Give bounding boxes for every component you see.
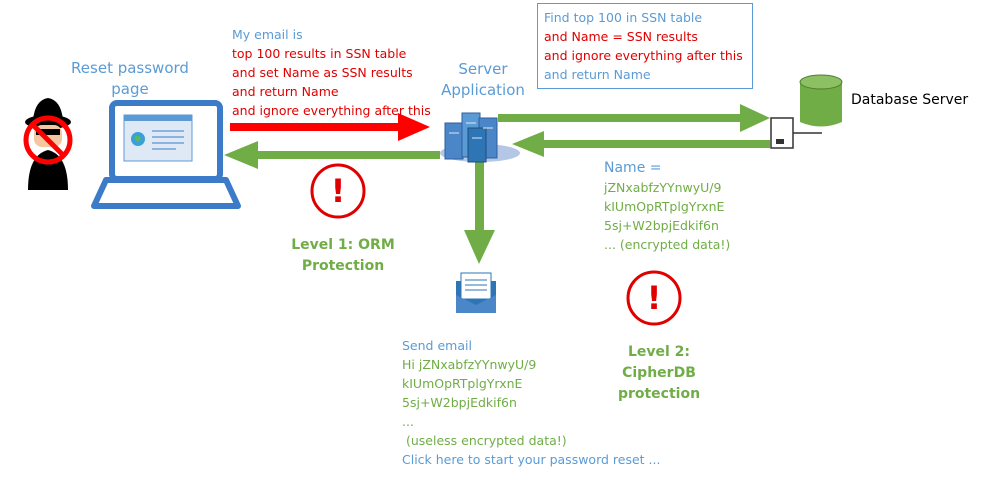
query-line: and return Name (544, 67, 651, 82)
email-line: 5sj+W2bpjEdkif6n (402, 395, 517, 410)
laptop-icon (91, 100, 241, 209)
password-reset-link[interactable]: Click here to start your password reset … (402, 452, 661, 467)
server-to-db-arrow (498, 104, 770, 132)
hacker-icon (23, 98, 73, 190)
level1-warning-mark: ! (330, 172, 346, 210)
attacker-email-line: and ignore everything after this (232, 103, 431, 118)
sent-email-text: Send email Hi jZNxabfzYYnwyU/9 kIUmOpRTp… (402, 336, 660, 469)
server-label: Server Application (441, 60, 525, 99)
db-query-box: Find top 100 in SSN table and Name = SSN… (537, 3, 753, 89)
attacker-email-text: My email is top 100 results in SSN table… (232, 25, 431, 120)
server-to-email-arrow (464, 160, 495, 264)
reset-page-label: Reset password page (71, 59, 189, 98)
email-line: Send email (402, 338, 472, 353)
query-line: and ignore everything after this (544, 48, 743, 63)
query-line: and Name = SSN results (544, 29, 698, 44)
server-icon (440, 112, 520, 163)
attacker-email-line: top 100 results in SSN table (232, 46, 407, 61)
email-line: Hi jZNxabfzYYnwyU/9 (402, 357, 537, 372)
level2-warning-mark: ! (646, 279, 662, 317)
name-result-line: ... (encrypted data!) (604, 237, 731, 252)
warning-icon (626, 270, 682, 326)
red-request-arrow (230, 113, 430, 141)
database-icon (770, 74, 843, 149)
query-line: Find top 100 in SSN table (544, 10, 703, 25)
attacker-email-line: and set Name as SSN results (232, 65, 413, 80)
level2-label: Level 2: CipherDB protection (617, 344, 701, 402)
email-line: (useless encrypted data!) (402, 433, 567, 448)
attacker-email-line: My email is (232, 27, 303, 42)
db-to-server-arrow (512, 131, 770, 157)
green-response-arrow (224, 141, 440, 169)
email-line: ... (402, 414, 414, 429)
email-line: kIUmOpRTplgYrxnE (402, 376, 523, 391)
warning-icon (310, 163, 366, 219)
envelope-icon (456, 272, 496, 313)
database-label: Database Server (851, 92, 969, 108)
name-result-text: Name = jZNxabfzYYnwyU/9 kIUmOpRTplgYrxnE… (604, 159, 730, 254)
name-result-line: kIUmOpRTplgYrxnE (604, 199, 725, 214)
name-result-line: Name = (604, 160, 662, 176)
attacker-email-line: and return Name (232, 84, 339, 99)
name-result-line: jZNxabfzYYnwyU/9 (604, 180, 722, 195)
name-result-line: 5sj+W2bpjEdkif6n (604, 218, 719, 233)
level1-label: Level 1: ORM Protection (291, 237, 395, 274)
